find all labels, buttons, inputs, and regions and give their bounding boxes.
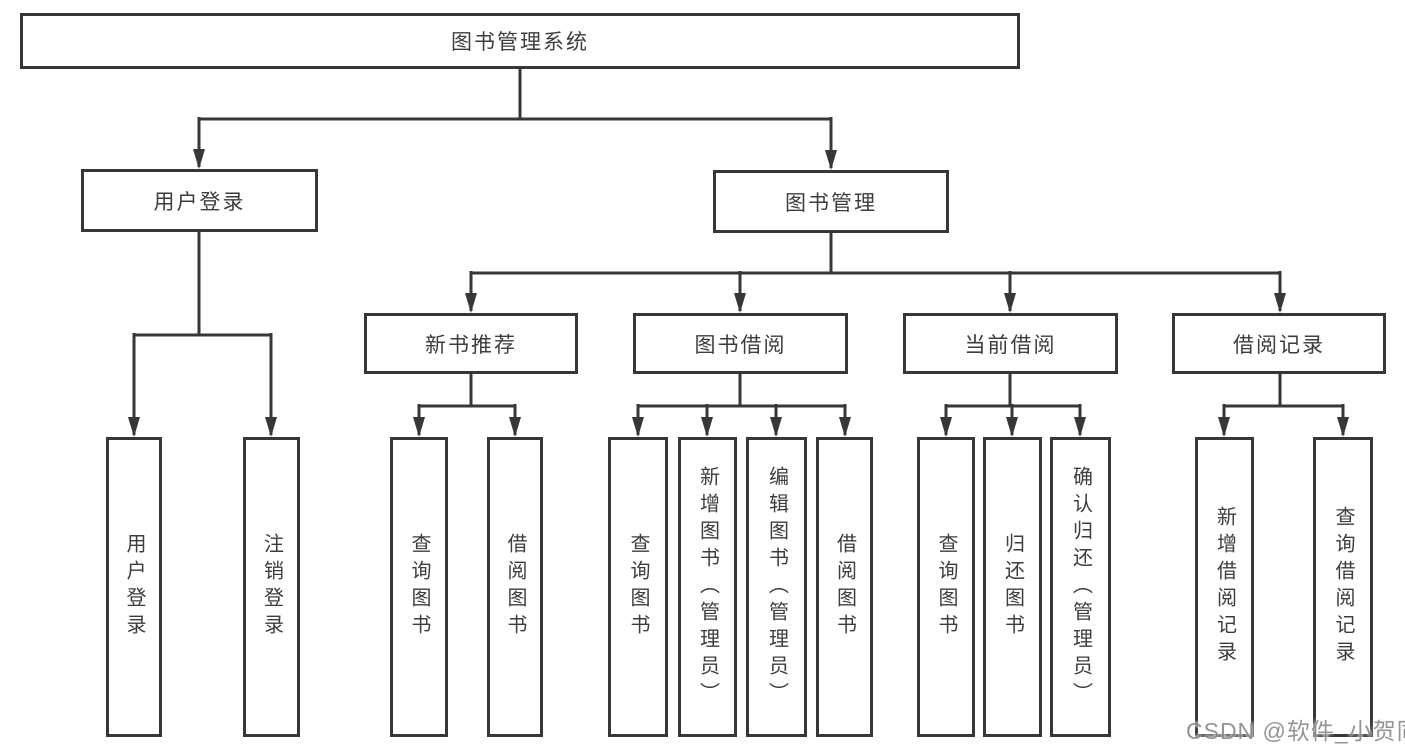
edge-root-trunk [199,69,831,121]
node-label: 图书管理系统 [451,31,589,54]
leaf-br-query-record: 查询借阅记录 [1313,437,1373,737]
leaf-bb-borrow-books: 借阅图书 [816,437,873,737]
node-book-borrow: 图书借阅 [633,313,848,374]
leaf-user-login: 用户登录 [106,437,162,737]
leaf-label: 用户登录 [123,533,145,641]
node-label: 图书管理 [785,191,877,215]
leaf-bb-query-books: 查询图书 [608,437,668,737]
edge-book-management-trunk [471,233,1280,275]
leaf-nb-borrow-books: 借阅图书 [487,437,543,737]
node-new-book-recommend: 新书推荐 [364,313,578,374]
node-label: 当前借阅 [964,333,1057,357]
leaf-bb-add-books-admin: 新增图书（管理员） [678,437,737,737]
leaf-label: 查询图书 [935,533,957,641]
leaf-cb-query-books: 查询图书 [917,437,975,737]
leaf-label: 注销登录 [260,533,283,641]
leaf-logout: 注销登录 [243,437,300,737]
node-label: 借阅记录 [1233,333,1325,357]
node-label: 用户登录 [153,190,246,214]
leaf-label: 新增借阅记录 [1213,506,1236,668]
node-label: 图书借阅 [694,333,787,357]
node-borrow-records: 借阅记录 [1172,313,1386,374]
leaf-label: 归还图书 [1001,533,1024,641]
leaf-label: 查询借阅记录 [1332,506,1354,668]
leaf-label: 查询图书 [627,533,649,641]
leaf-nb-query-books: 查询图书 [390,437,448,737]
node-current-borrow: 当前借阅 [903,313,1118,374]
csdn-watermark: CSDN @软件_小贺同学 [1186,718,1405,744]
edge-current-borrow-trunk [946,374,1080,408]
leaf-cb-confirm-return-admin: 确认归还（管理员） [1050,437,1111,737]
leaf-label: 借阅图书 [833,533,856,641]
leaf-label: 借阅图书 [504,533,526,641]
leaf-label: 新增图书（管理员） [696,465,719,709]
edge-borrow-records-trunk [1224,374,1343,408]
leaf-br-add-record: 新增借阅记录 [1195,437,1254,737]
node-book-management: 图书管理 [713,170,949,233]
leaf-cb-return-books: 归还图书 [983,437,1042,737]
node-book-management-system: 图书管理系统 [20,13,1020,69]
leaf-bb-edit-books-admin: 编辑图书（管理员） [746,437,807,737]
leaf-label: 确认归还（管理员） [1069,465,1092,709]
edge-user-login-trunk [134,232,271,337]
edge-new-book-trunk [419,374,515,408]
leaf-label: 查询图书 [408,533,430,641]
node-label: 新书推荐 [425,333,517,357]
node-user-login: 用户登录 [81,169,318,232]
edge-book-borrow-trunk [638,374,845,408]
leaf-label: 编辑图书（管理员） [765,465,788,709]
